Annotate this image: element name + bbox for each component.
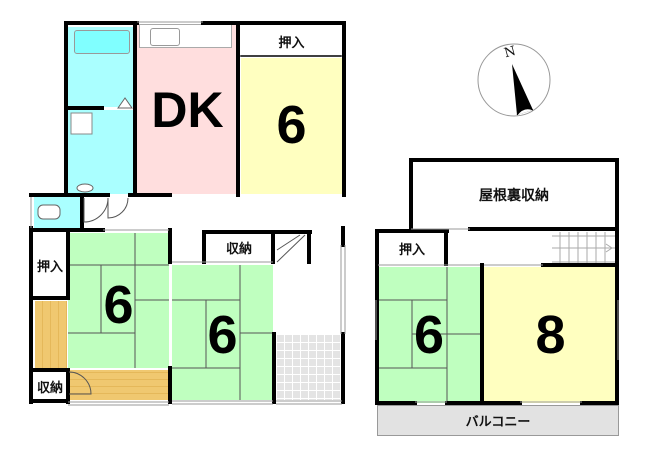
entrance-tile (276, 334, 342, 400)
closet-2f-label: 押入 (398, 242, 425, 258)
closet-left-label: 押入 (36, 259, 63, 275)
bathtub (74, 30, 130, 54)
japanese-6-room-2f[interactable] (378, 267, 480, 403)
western-6-label: 6 (276, 95, 307, 155)
dk-label: DK (151, 82, 224, 138)
storage-mid-label: 収納 (225, 241, 252, 257)
balcony (377, 405, 619, 436)
western-8-label: 8 (535, 305, 566, 365)
compass-icon (477, 43, 551, 117)
japanese-6-2f-label: 6 (413, 305, 445, 365)
attic-storage-label: 屋根裏収納 (479, 188, 549, 204)
wood-floor-left (35, 301, 67, 368)
sink (150, 28, 180, 46)
western-6-room[interactable] (241, 58, 342, 194)
japanese-6-left-label: 6 (103, 275, 134, 335)
dk-room[interactable] (137, 24, 238, 194)
western-8-room[interactable] (484, 267, 617, 403)
closet-top-label: 押入 (278, 35, 305, 51)
wood-floor-bottom (68, 370, 169, 400)
balcony-label: バルコニー (465, 415, 531, 430)
storage-left-label: 収納 (36, 380, 63, 396)
japanese-6-mid-label: 6 (207, 305, 238, 365)
